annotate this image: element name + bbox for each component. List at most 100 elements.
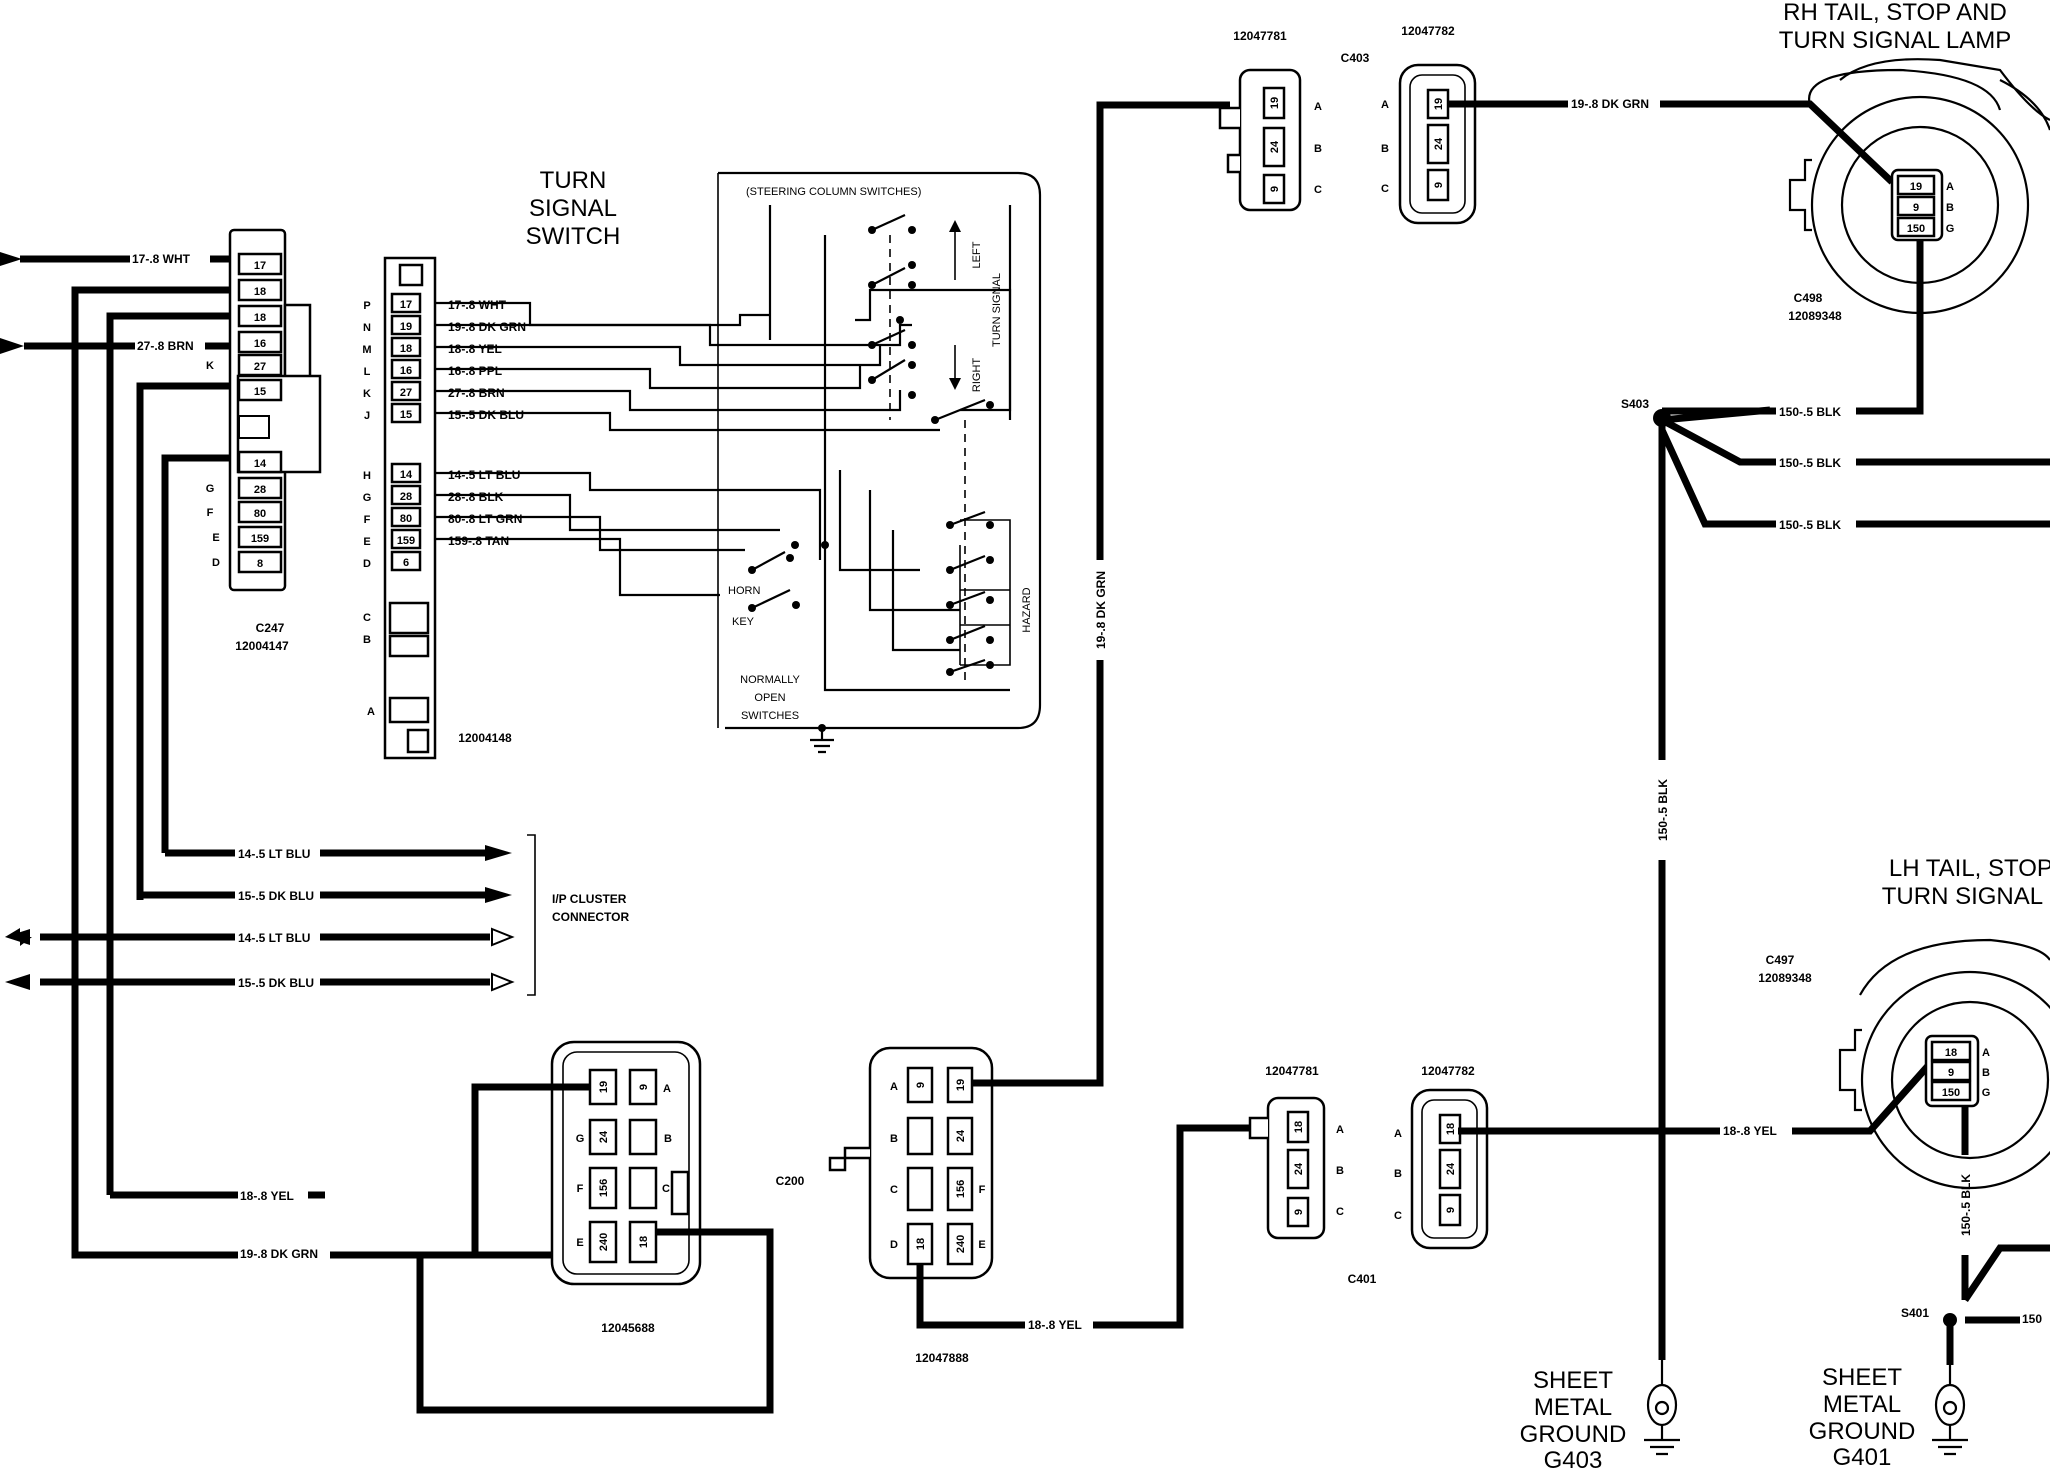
svg-text:28: 28 <box>400 491 412 503</box>
svg-text:I/P CLUSTER: I/P CLUSTER <box>552 892 627 906</box>
svg-text:240: 240 <box>598 1233 610 1251</box>
svg-text:159: 159 <box>251 533 269 545</box>
center-wire-labels: 19-.8 DK GRN 18-.8 YEL <box>1025 560 1110 1332</box>
svg-text:18: 18 <box>254 312 266 324</box>
right-wiring <box>1448 100 2050 1365</box>
svg-text:E: E <box>576 1237 583 1249</box>
svg-text:A: A <box>367 706 375 718</box>
svg-text:14-.5 LT BLU: 14-.5 LT BLU <box>238 931 310 945</box>
svg-text:SWITCH: SWITCH <box>526 223 621 250</box>
svg-text:19: 19 <box>955 1079 967 1091</box>
svg-text:B: B <box>890 1133 898 1145</box>
svg-text:18-.8 YEL: 18-.8 YEL <box>240 1189 294 1203</box>
svg-text:19: 19 <box>1910 181 1922 193</box>
svg-text:17-.8 WHT: 17-.8 WHT <box>132 252 191 266</box>
svg-text:N: N <box>363 322 371 334</box>
svg-text:B: B <box>1946 202 1954 214</box>
ip-cluster-arrows: I/P CLUSTER CONNECTOR <box>5 834 629 996</box>
svg-text:TURN SIGNAL LAMP: TURN SIGNAL LAMP <box>1779 27 2012 54</box>
svg-text:9: 9 <box>638 1084 650 1090</box>
svg-text:27-.8 BRN: 27-.8 BRN <box>137 339 194 353</box>
svg-text:B: B <box>1336 1165 1344 1177</box>
svg-text:A: A <box>1336 1124 1344 1136</box>
svg-text:C: C <box>1336 1206 1344 1218</box>
svg-text:18: 18 <box>1945 1047 1957 1059</box>
c401-connector: 12047781 12047782 C401 18 24 9 A B C A B… <box>1248 1064 1489 1286</box>
svg-text:240: 240 <box>955 1235 967 1253</box>
svg-text:D: D <box>212 557 220 569</box>
svg-text:9: 9 <box>1293 1209 1305 1215</box>
steering-column-box: (STEERING COLUMN SWITCHES) <box>435 171 1042 754</box>
splice-s403: S403 <box>1621 397 1671 427</box>
svg-text:150: 150 <box>2022 1312 2042 1326</box>
svg-text:19-.8 DK GRN: 19-.8 DK GRN <box>448 320 526 334</box>
ground-g401: SHEET METAL GROUND G401 <box>1809 1364 1968 1471</box>
svg-text:16: 16 <box>400 365 412 377</box>
svg-text:G: G <box>206 483 215 495</box>
svg-text:A: A <box>1381 99 1389 111</box>
svg-text:12004148: 12004148 <box>458 731 512 745</box>
svg-text:D: D <box>363 558 371 570</box>
svg-text:C: C <box>890 1184 898 1196</box>
svg-text:14-.5 LT BLU: 14-.5 LT BLU <box>238 847 310 861</box>
svg-text:15: 15 <box>400 409 412 421</box>
svg-text:B: B <box>664 1133 672 1145</box>
svg-text:12004147: 12004147 <box>235 639 289 653</box>
svg-text:LEFT: LEFT <box>971 241 983 268</box>
svg-text:9: 9 <box>1948 1067 1954 1079</box>
svg-text:B: B <box>1314 143 1322 155</box>
svg-text:L: L <box>364 366 371 378</box>
svg-text:24: 24 <box>955 1129 967 1142</box>
svg-text:18: 18 <box>638 1236 650 1248</box>
svg-text:14-.5 LT BLU: 14-.5 LT BLU <box>448 468 520 482</box>
svg-text:G: G <box>1982 1087 1991 1099</box>
svg-text:24: 24 <box>1445 1162 1457 1175</box>
svg-text:18: 18 <box>254 286 266 298</box>
svg-text:B: B <box>1381 143 1389 155</box>
svg-text:150-.5 BLK: 150-.5 BLK <box>1959 1174 1973 1236</box>
svg-text:E: E <box>363 536 370 548</box>
svg-text:17: 17 <box>254 260 266 272</box>
svg-text:80: 80 <box>400 513 412 525</box>
svg-text:150-.5 BLK: 150-.5 BLK <box>1779 456 1841 470</box>
svg-text:14: 14 <box>254 458 267 470</box>
svg-text:12047781: 12047781 <box>1233 29 1287 43</box>
svg-text:18-.8 YEL: 18-.8 YEL <box>1723 1124 1777 1138</box>
svg-text:16-.8 PPL: 16-.8 PPL <box>448 364 502 378</box>
svg-text:C247: C247 <box>256 621 285 635</box>
svg-text:150: 150 <box>1942 1087 1960 1099</box>
svg-text:C: C <box>1314 184 1322 196</box>
svg-text:9: 9 <box>1269 186 1281 192</box>
svg-text:OPEN: OPEN <box>754 692 785 704</box>
svg-text:C: C <box>363 612 371 624</box>
svg-text:24: 24 <box>1433 137 1445 150</box>
svg-text:C: C <box>1394 1210 1402 1222</box>
svg-text:19: 19 <box>1433 98 1445 110</box>
svg-text:19-.8 DK GRN: 19-.8 DK GRN <box>240 1247 318 1261</box>
splice-s401: S401 <box>1901 1306 1957 1327</box>
c247-pins: 17 18 18 16 27 15 14 28 80 159 8 <box>237 252 283 574</box>
svg-text:C403: C403 <box>1341 51 1370 65</box>
svg-text:19: 19 <box>400 321 412 333</box>
svg-text:E: E <box>212 532 219 544</box>
svg-text:B: B <box>363 634 371 646</box>
svg-text:150: 150 <box>1907 223 1925 235</box>
svg-text:17-.8 WHT: 17-.8 WHT <box>448 298 507 312</box>
svg-text:12047781: 12047781 <box>1265 1064 1319 1078</box>
svg-text:156: 156 <box>955 1180 967 1198</box>
svg-text:9: 9 <box>915 1082 927 1088</box>
switch-wire-labels: 17-.8 WHT 19-.8 DK GRN 18-.8 YEL 16-.8 P… <box>448 298 526 548</box>
svg-text:SWITCHES: SWITCHES <box>741 710 799 722</box>
svg-text:TURN SIGNAL LAM: TURN SIGNAL LAM <box>1882 883 2050 910</box>
svg-text:SHEET: SHEET <box>1822 1364 1902 1391</box>
svg-text:G: G <box>363 492 372 504</box>
svg-text:F: F <box>364 514 371 526</box>
svg-text:GROUND: GROUND <box>1520 1421 1627 1448</box>
svg-text:27-.8 BRN: 27-.8 BRN <box>448 386 505 400</box>
svg-text:H: H <box>363 470 371 482</box>
svg-text:G403: G403 <box>1544 1447 1603 1472</box>
c200-left-wires <box>416 1083 774 1414</box>
svg-text:19: 19 <box>598 1081 610 1093</box>
svg-text:80-.8 LT GRN: 80-.8 LT GRN <box>448 512 522 526</box>
